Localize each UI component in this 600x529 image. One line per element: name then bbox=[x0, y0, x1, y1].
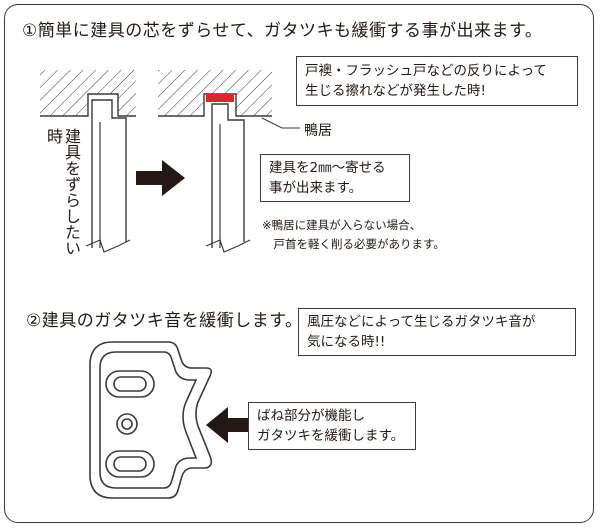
kamoi-before bbox=[40, 70, 136, 253]
callout-spring-line2: ガタツキを緩衝します。 bbox=[257, 428, 405, 444]
callout-rattle: 風圧などによって生じるガタツキ音が 気になる時!! bbox=[298, 308, 576, 356]
arrow-right bbox=[136, 160, 185, 196]
spring-part bbox=[89, 341, 213, 499]
callout-shift: 建具を2㎜〜寄せる 事が出来ます。 bbox=[260, 154, 410, 202]
callout-spring-line1: ばね部分が機能し bbox=[257, 408, 365, 424]
callout-spring: ばね部分が機能し ガタツキを緩衝します。 bbox=[248, 402, 416, 450]
callout-shift-line1: 建具を2㎜〜寄せる bbox=[269, 160, 386, 176]
callout-rattle-line2: 気になる時!! bbox=[307, 334, 386, 350]
callout-warp-line2: 生じる擦れなどが発生した時! bbox=[305, 83, 486, 99]
trim-note: ※鴨居に建具が入らない場合、 戸首を軽く削る必要があります。 bbox=[262, 216, 445, 254]
callout-warp: 戸襖・フラッシュ戸などの反りによって 生じる擦れなどが発生した時! bbox=[296, 56, 578, 106]
spacer-highlight bbox=[206, 94, 234, 102]
trim-note-line1: ※鴨居に建具が入らない場合、 bbox=[262, 218, 422, 232]
shift-door-label: 建具をずらしたい時 bbox=[44, 128, 81, 256]
kamoi-after bbox=[158, 70, 300, 253]
section1-heading: ①簡単に建具の芯をずらせて、ガタツキも緩衝する事が出来ます。 bbox=[22, 21, 543, 41]
section2-heading: ②建具のガタツキ音を緩衝します。 bbox=[26, 311, 303, 331]
kamoi-label: 鴨居 bbox=[304, 123, 332, 139]
trim-note-line2: 戸首を軽く削る必要があります。 bbox=[262, 237, 445, 251]
arrow-left bbox=[206, 407, 250, 443]
callout-warp-line1: 戸襖・フラッシュ戸などの反りによって bbox=[305, 63, 547, 79]
callout-shift-line2: 事が出来ます。 bbox=[269, 180, 363, 196]
callout-rattle-line1: 風圧などによって生じるガタツキ音が bbox=[307, 314, 536, 330]
